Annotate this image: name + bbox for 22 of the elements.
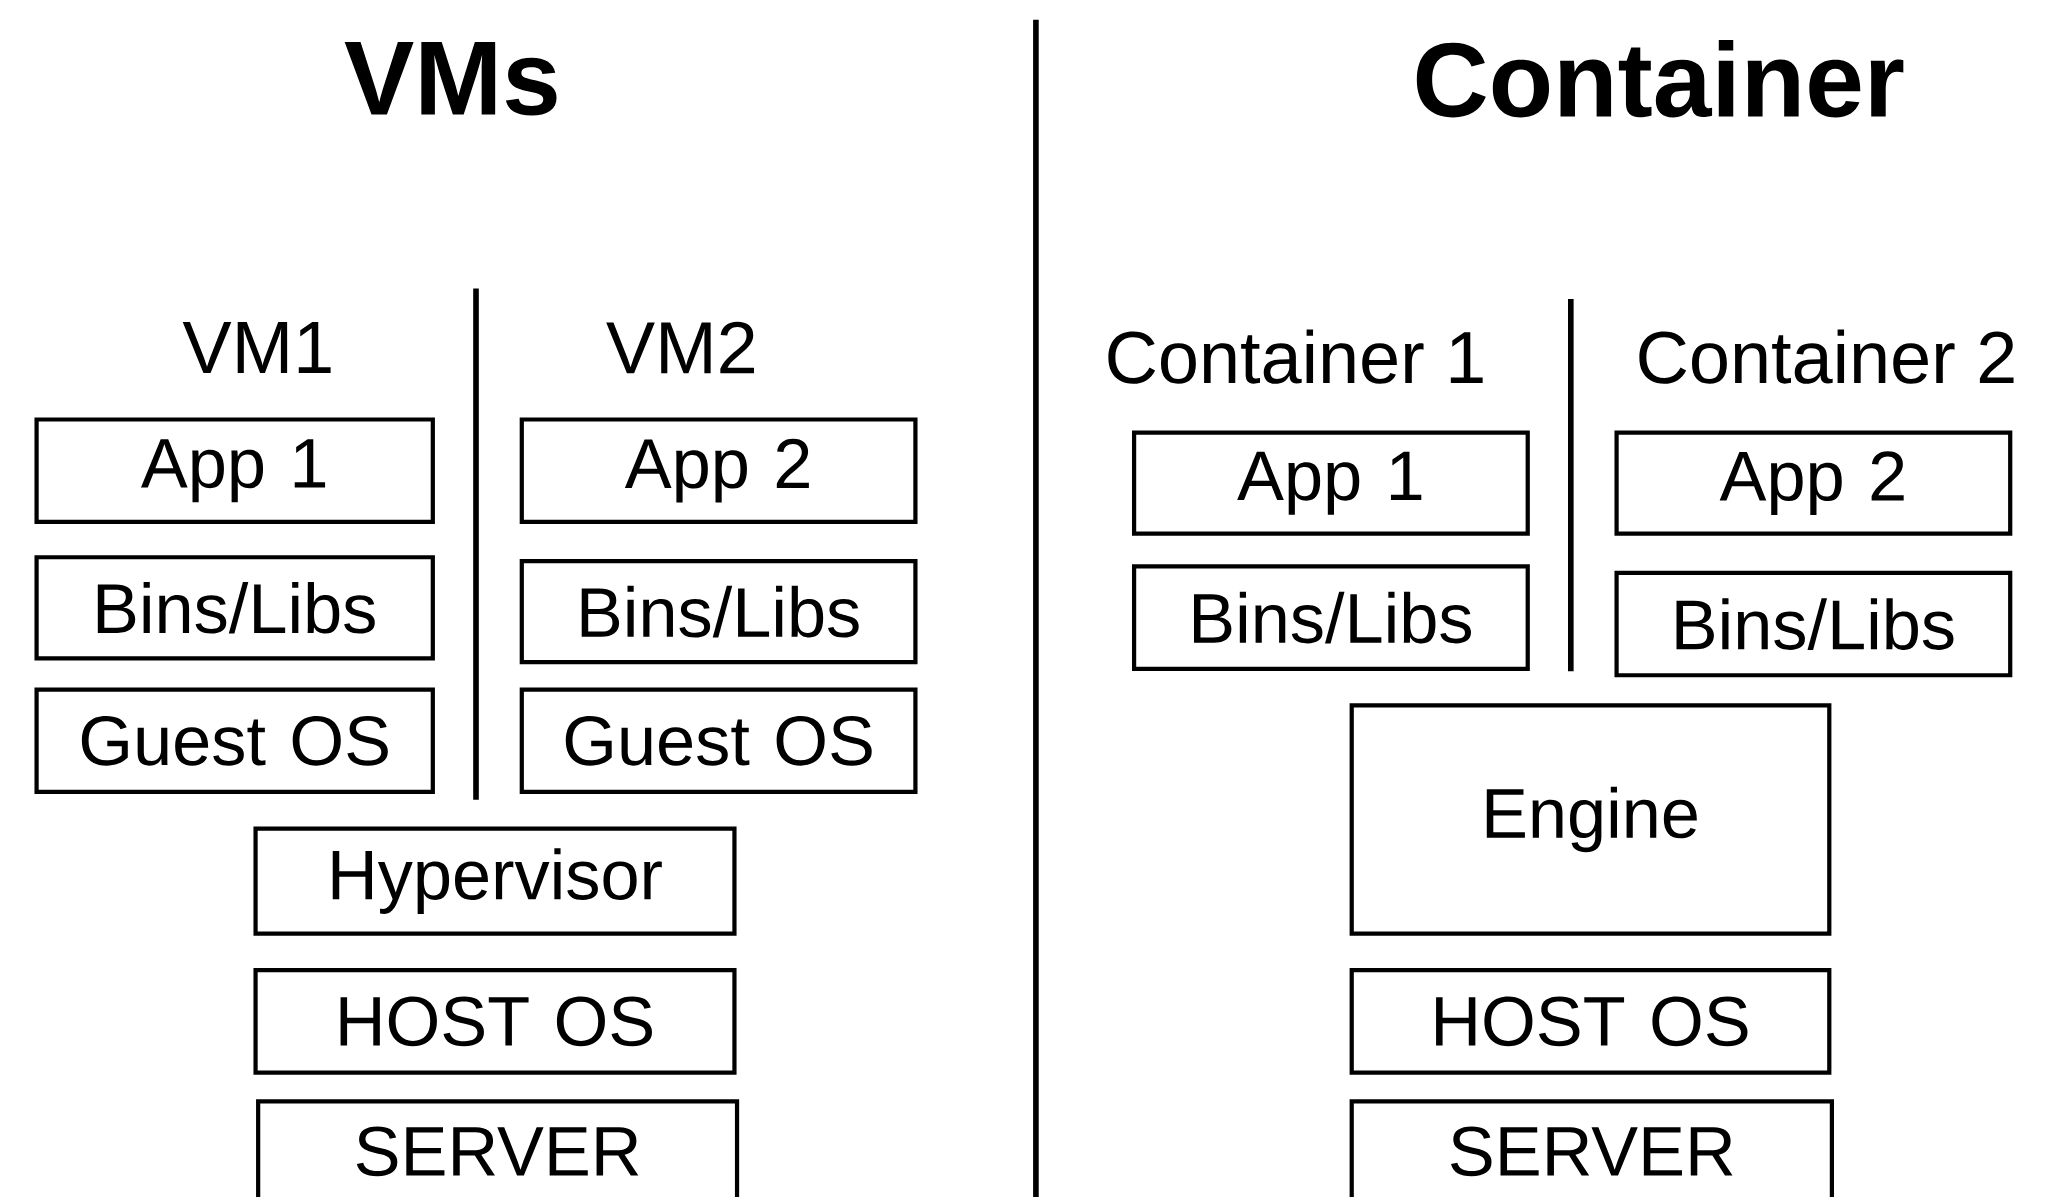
layer-box: Bins/Libs	[519, 559, 918, 665]
layer-box: Guest OS	[519, 687, 918, 795]
subheading: Container 1	[1108, 329, 1483, 384]
layer-box: Bins/Libs	[34, 555, 435, 661]
subheading: Container 2	[1639, 329, 2014, 384]
layer-box: App 1	[1132, 430, 1530, 536]
layer-box: App 2	[519, 417, 918, 524]
layer-box: Engine	[1349, 703, 1832, 936]
heading: VMs	[344, 41, 557, 116]
layer-box: App 1	[34, 417, 435, 524]
layer-box: Bins/Libs	[1132, 564, 1530, 671]
layer-box: Bins/Libs	[1614, 570, 2013, 678]
layer-box: HOST OS	[1349, 968, 1832, 1075]
layer-box: SERVER	[256, 1099, 740, 1197]
layer-box: SERVER	[1349, 1099, 1834, 1197]
layer-box: Guest OS	[34, 687, 435, 795]
subheading: VM2	[606, 321, 754, 374]
subheading: VM1	[182, 322, 331, 373]
layer-box: App 2	[1614, 430, 2013, 536]
heading: Container	[1416, 39, 1904, 118]
layer-box: HOST OS	[253, 968, 737, 1075]
layer-box: Hypervisor	[253, 826, 737, 936]
